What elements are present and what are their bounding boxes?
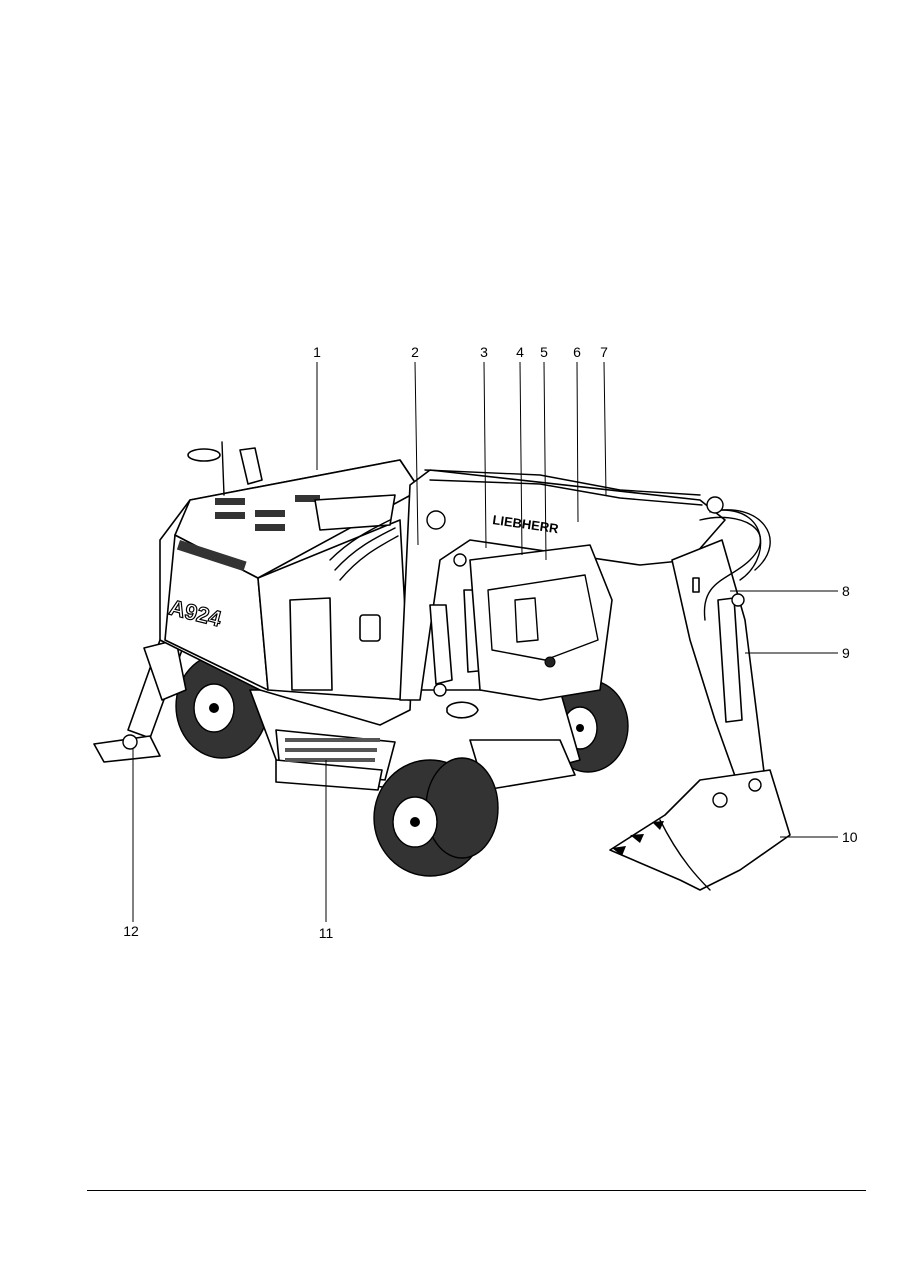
stick (671, 496, 771, 791)
callout-labels: 1 2 3 4 5 6 7 8 9 10 11 12 (123, 344, 858, 941)
operator-cab (469, 544, 613, 701)
callout-3: 3 (480, 344, 488, 360)
callout-8: 8 (842, 583, 850, 599)
excavator-illustration: A924 LIEBHERR (93, 441, 791, 891)
leader-lines (132, 361, 838, 922)
callout-11: 11 (319, 925, 334, 941)
front-wheel (373, 757, 499, 877)
callout-9: 9 (842, 645, 850, 661)
outrigger (93, 639, 187, 763)
callout-4: 4 (516, 344, 524, 360)
callout-1: 1 (313, 344, 321, 360)
bucket (609, 769, 791, 891)
callout-12: 12 (123, 923, 139, 939)
callout-7: 7 (600, 344, 608, 360)
callout-2: 2 (411, 344, 419, 360)
access-steps (275, 729, 396, 791)
boom: LIEBHERR (399, 469, 726, 701)
callout-5: 5 (540, 344, 548, 360)
callout-6: 6 (573, 344, 581, 360)
callout-10: 10 (842, 829, 858, 845)
upper-carriage: A924 (159, 441, 421, 726)
footer-rule (87, 1190, 866, 1191)
